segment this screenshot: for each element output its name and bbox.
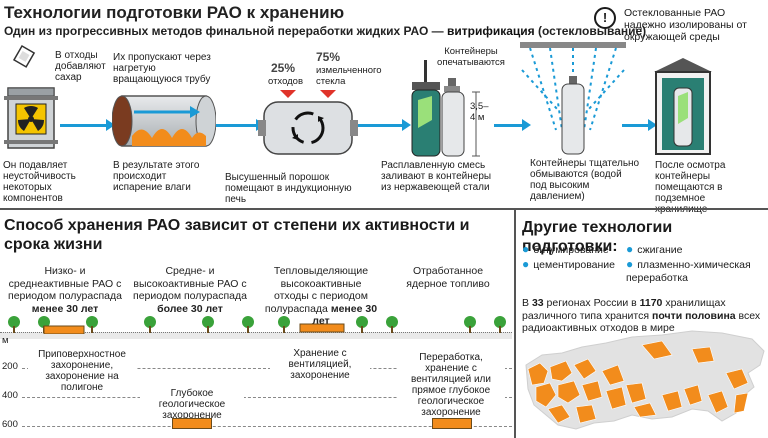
- other-tech-label: цементирование: [533, 259, 615, 271]
- bullet-icon: ●: [626, 242, 634, 256]
- russia-fact-text: хранилищах различного типа хранится: [522, 297, 726, 322]
- step3-pct-glass: 75%: [316, 50, 341, 64]
- column-divider: [514, 210, 516, 438]
- flow-arrowhead: [522, 119, 531, 131]
- storage-col-2-text: Средне- и высокоактивные РАО с периодом …: [133, 265, 247, 302]
- deep-repository-marker: [432, 418, 472, 429]
- underground-storage-icon: [654, 58, 712, 155]
- step3-bottom-text: Высушенный порошок помещают в индукционн…: [225, 172, 352, 205]
- step6-bottom-text: После осмотра контейнеры помещаются в по…: [655, 160, 726, 215]
- step3-pct-waste: 25%: [271, 61, 296, 75]
- russia-fact: В 33 регионах России в 1170 хранилищах р…: [522, 297, 766, 335]
- step3-pct-waste-label: отходов: [268, 76, 304, 87]
- isolation-note: Остеклованные РАО надежно изолированы от…: [624, 7, 747, 43]
- page-title: Технологии подготовки РАО к хранению: [4, 3, 345, 22]
- other-tech-label: плазменно-химическая переработка: [626, 259, 751, 284]
- storage-col-4-text: Отработанное ядерное топливо: [406, 265, 490, 290]
- depth-line-600: [22, 426, 512, 427]
- depth-600: 600: [2, 419, 18, 430]
- subtitle-text: Один из прогрессивных методов финальной …: [4, 24, 444, 38]
- other-tech-item: ●битумирование: [522, 243, 609, 257]
- storage-col-3-method: Хранение с вентиляцией, захоронение: [270, 348, 370, 381]
- subtitle-suffix: (остекловывание): [538, 24, 647, 38]
- flow-arrow: [358, 124, 404, 127]
- russia-fact-text: всех радиоактивных отходов в мире: [522, 309, 761, 335]
- other-tech-item: ●плазменно-химическая переработка: [626, 258, 766, 285]
- step2-top-text: Их пропускают через нагретую вращающуюся…: [113, 52, 211, 85]
- russia-regions-count: 33: [531, 297, 544, 309]
- step1-bottom-text: Он подавляет неустойчивость некоторых ко…: [3, 160, 76, 204]
- bullet-icon: ●: [522, 242, 530, 256]
- step2-bottom-text: В результате этого происходит испарение …: [113, 160, 200, 193]
- depth-line-200: [22, 368, 512, 369]
- container-height-label: 3,5–4 м: [470, 101, 489, 123]
- storage-col-2-heading: Средне- и высокоактивные РАО с периодом …: [130, 265, 250, 315]
- storage-col-3-heading: Тепловыделяющие высокоактивные отходы с …: [262, 265, 380, 328]
- other-tech-label: сжигание: [637, 244, 683, 256]
- flow-arrow: [494, 124, 524, 127]
- flow-arrow: [214, 124, 258, 127]
- containers-icon: [411, 60, 480, 157]
- step5-bottom-text: Контейнеры тщательно обмываются (водой п…: [530, 158, 640, 202]
- storage-col-1-method: Приповерхностное захоронение, захоронени…: [28, 349, 136, 393]
- storage-col-3-text: Тепловыделяющие высокоактивные отходы с …: [264, 265, 369, 315]
- depth-line-400: [22, 397, 512, 398]
- storage-col-1-bold: менее 30 лет: [31, 302, 99, 315]
- flow-arrowhead: [106, 119, 115, 131]
- waste-barrel-icon: [4, 44, 58, 149]
- section-divider: [0, 208, 768, 210]
- storage-col-2-bold: более 30 лет: [157, 302, 223, 315]
- step4-bottom-text: Расплавленную смесь заливают в контейнер…: [381, 160, 492, 193]
- storage-col-2-method: Глубокое геологическое захоронение: [140, 388, 244, 421]
- washing-spray-icon: [520, 42, 626, 155]
- deep-repository-marker: [172, 418, 212, 429]
- step1-top-text: В отходы добавляют сахар: [55, 50, 106, 83]
- flow-arrow: [622, 124, 650, 127]
- russia-fact-bold: почти половина: [651, 309, 736, 322]
- storage-col-4-heading: Отработанное ядерное топливо: [398, 265, 498, 290]
- trees-row: [8, 316, 506, 334]
- flow-arrow: [60, 124, 108, 127]
- ground-surface: [0, 332, 512, 339]
- russia-storages-count: 1170: [639, 297, 663, 309]
- other-tech-item: ●цементирование: [522, 258, 615, 272]
- russia-fact-text: В: [522, 297, 530, 309]
- russia-fact-text: регионах России в: [546, 297, 637, 309]
- depth-unit: м: [2, 335, 9, 346]
- other-tech-item: ●сжигание: [626, 243, 682, 257]
- rotating-tube-icon: [112, 95, 216, 147]
- storage-col-1-heading: Низко- и среднеактивные РАО с периодом п…: [5, 265, 125, 315]
- other-tech-title: Другие технологии подготовки:: [522, 219, 673, 255]
- storage-section-title: Способ хранения РАО зависит от степени и…: [4, 217, 470, 253]
- depth-200: 200: [2, 361, 18, 372]
- other-tech-label: битумирование: [533, 244, 609, 256]
- subtitle-bold: витрификация: [447, 24, 535, 38]
- exclamation-icon: !: [594, 7, 616, 29]
- induction-furnace-icon: [258, 90, 358, 155]
- flow-arrowhead: [648, 119, 657, 131]
- step4-top-text: Контейнеры опечатываются: [437, 46, 505, 68]
- page-subtitle: Один из прогрессивных методов финальной …: [4, 24, 646, 38]
- depth-400: 400: [2, 390, 18, 401]
- storage-col-1-text: Низко- и среднеактивные РАО с периодом п…: [8, 265, 122, 302]
- bullet-icon: ●: [626, 257, 634, 271]
- bullet-icon: ●: [522, 257, 530, 271]
- step3-pct-glass-label: измельченного стекла: [316, 65, 382, 87]
- storage-col-4-method: Переработка, хранение с вентиляцией или …: [397, 352, 505, 418]
- flow-arrowhead: [402, 119, 411, 131]
- russia-map: [525, 330, 765, 430]
